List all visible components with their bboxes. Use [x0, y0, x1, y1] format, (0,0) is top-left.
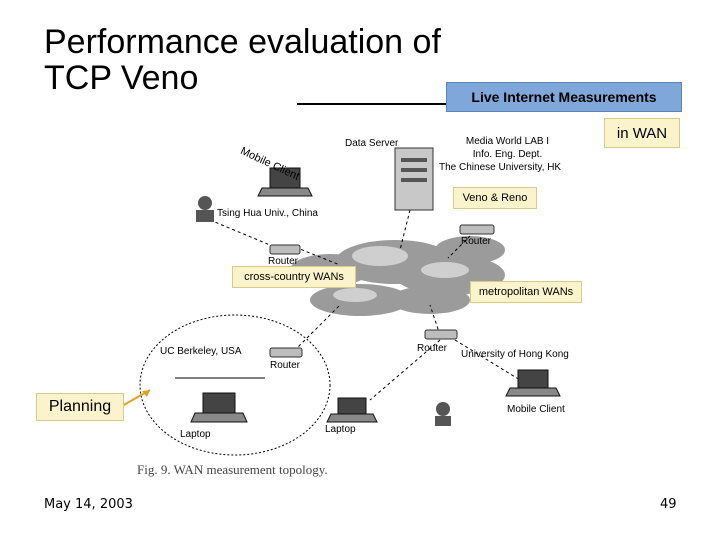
page-number: 49	[660, 497, 677, 512]
in-wan-callout: in WAN	[604, 118, 680, 148]
laptop-icon-hku	[505, 369, 561, 397]
router-ucb-label: Router	[270, 360, 301, 371]
uc-berkeley-boundary	[139, 314, 331, 456]
mobile-user-icon-left	[196, 196, 214, 222]
title-line-2: TCP Veno	[44, 59, 199, 97]
mobile-user-icon-right	[435, 402, 451, 426]
router-mid-label: Router	[417, 343, 448, 354]
mobile-client-right-label: Mobile Client	[507, 404, 565, 415]
router-top-label: Router	[268, 256, 299, 267]
tsinghua-label: Tsing Hua Univ., China	[217, 208, 318, 219]
router-icon-ucb	[269, 347, 303, 358]
router-icon-top	[269, 244, 301, 255]
cross-country-callout: cross-country WANs	[232, 266, 356, 288]
metropolitan-callout: metropolitan WANs	[470, 281, 582, 303]
planning-callout: Planning	[36, 393, 124, 421]
live-measurements-callout: Live Internet Measurements	[446, 82, 682, 112]
laptop-icon-mobile-top	[257, 167, 313, 197]
hku-label: University of Hong Kong	[461, 349, 569, 360]
figure-caption: Fig. 9. WAN measurement topology.	[137, 462, 328, 477]
slide-title: Performance evaluation of TCP Veno	[44, 24, 441, 96]
data-server-icon	[394, 147, 434, 211]
laptop-left-label: Laptop	[180, 429, 211, 440]
data-server-label: Data Server	[345, 138, 399, 149]
laptop-icon-berkeley	[190, 392, 248, 423]
veno-reno-callout: Veno & Reno	[453, 187, 537, 209]
cuhk-label: The Chinese University, HK	[439, 162, 562, 173]
uc-berkeley-label: UC Berkeley, USA	[160, 346, 242, 357]
media-lab-label: Media World LAB I	[465, 136, 550, 147]
router-icon-mid	[424, 329, 458, 340]
laptop-icon-mid	[326, 397, 378, 423]
router-right-label: Router	[461, 236, 492, 247]
laptop-mid-label: Laptop	[325, 424, 356, 435]
info-dept-label: Info. Eng. Dept.	[472, 149, 543, 160]
footer-date: May 14, 2003	[44, 497, 133, 512]
router-icon-right	[459, 224, 495, 235]
title-line-1: Performance evaluation of	[44, 23, 441, 61]
